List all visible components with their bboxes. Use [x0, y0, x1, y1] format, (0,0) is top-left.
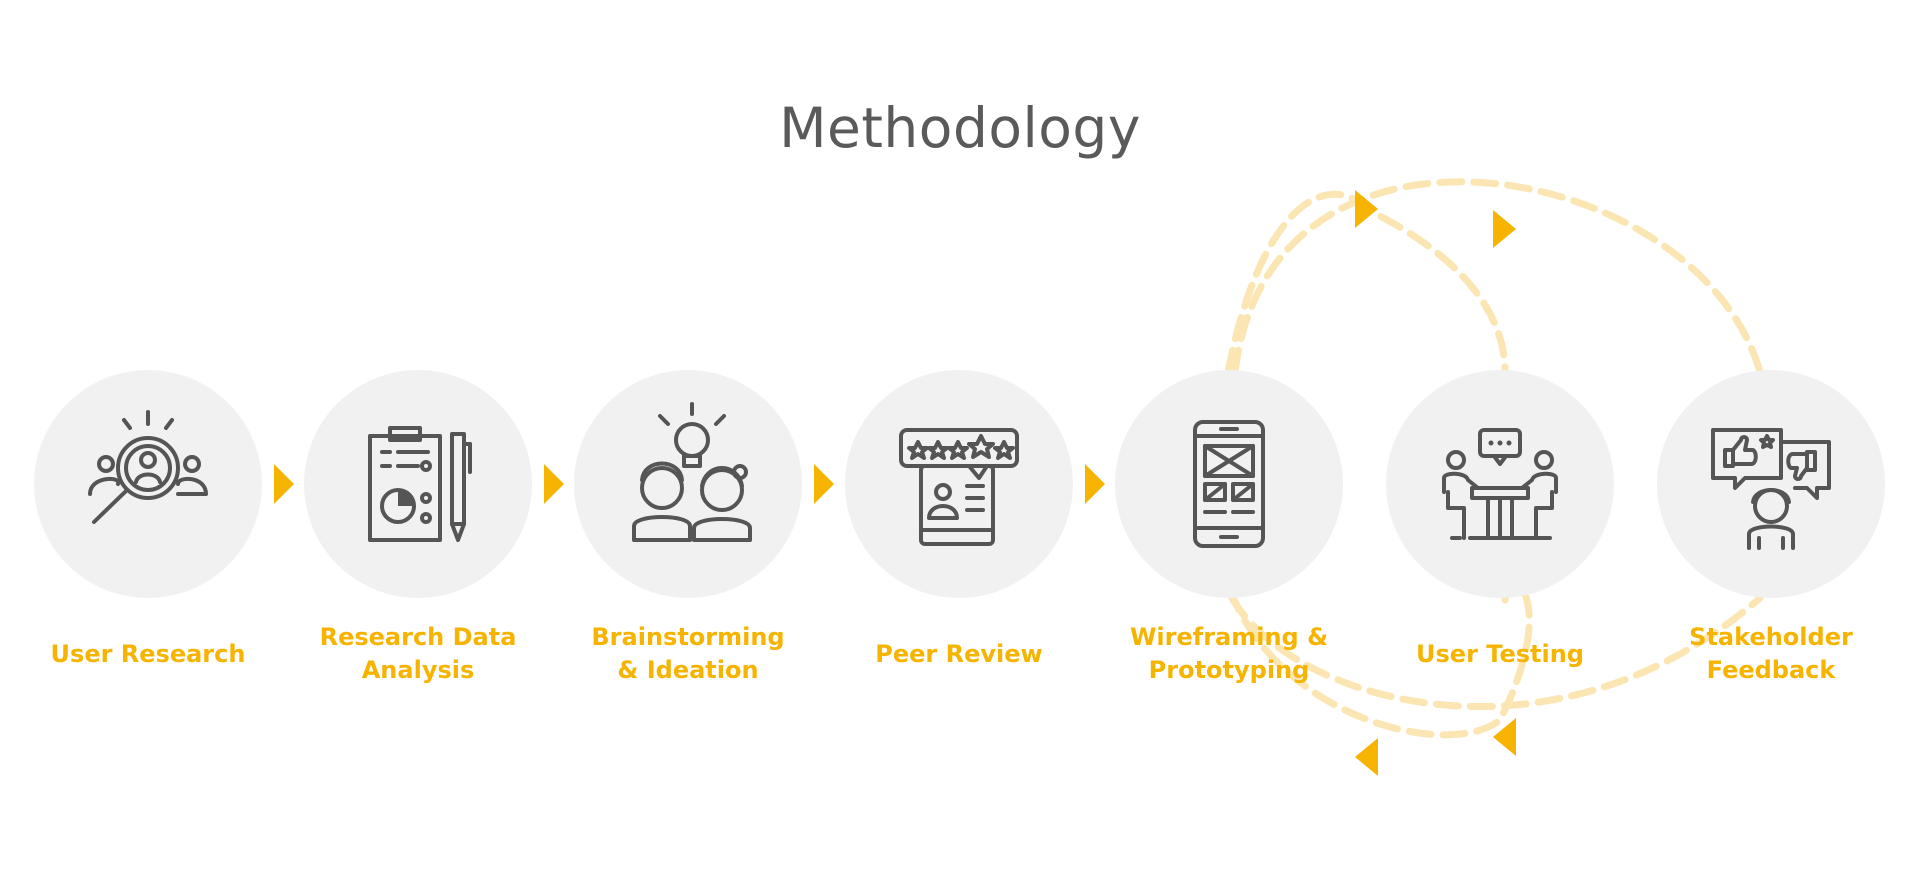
loop-arrow-2 [1493, 210, 1516, 248]
connector-arrow-4 [1085, 464, 1105, 504]
page-title: Methodology [779, 96, 1141, 160]
step-label-wireframing-prototyping: Wireframing & Prototyping [1129, 623, 1329, 684]
step-label-peer-review: Peer Review [875, 640, 1043, 668]
step-circles [34, 370, 1885, 598]
loop-inner [1224, 190, 1509, 376]
meeting-table-icon [1442, 428, 1558, 540]
clipboard-pen-icon [368, 426, 472, 542]
loop-bottom-outer [1226, 581, 1533, 739]
loop-outer [1231, 178, 1764, 376]
step-label-research-data-analysis: Research Data Analysis [319, 623, 517, 684]
wireframe-phone-icon [1193, 420, 1265, 548]
step-circle-1 [34, 370, 262, 598]
step-circle-3 [574, 370, 802, 598]
loop-arrows [1355, 190, 1516, 776]
step-label-user-testing: User Testing [1416, 640, 1584, 668]
connector-arrow-2 [544, 464, 564, 504]
step-label-brainstorming-ideation: Brainstorming & Ideation [591, 623, 785, 684]
feedback-thumbs-icon [1711, 428, 1831, 550]
magnifier-users-icon [88, 410, 208, 524]
step-circle-7 [1657, 370, 1885, 598]
lightbulb-people-icon [632, 402, 752, 542]
loop-arrow-1 [1355, 190, 1378, 228]
step-circle-6 [1386, 370, 1614, 598]
loop-bottom-inner [1228, 594, 1764, 710]
rating-tablet-icon [899, 428, 1019, 546]
loop-arrow-3 [1355, 738, 1378, 776]
connector-arrow-3 [814, 464, 834, 504]
connector-arrow-1 [274, 464, 294, 504]
step-circle-4 [845, 370, 1073, 598]
connector-arrows [274, 464, 1105, 504]
step-label-user-research: User Research [50, 640, 246, 668]
step-circle-5 [1115, 370, 1343, 598]
step-circle-2 [304, 370, 532, 598]
step-label-stakeholder-feedback: Stakeholder Feedback [1689, 623, 1853, 684]
loop-arrow-4 [1493, 718, 1516, 756]
